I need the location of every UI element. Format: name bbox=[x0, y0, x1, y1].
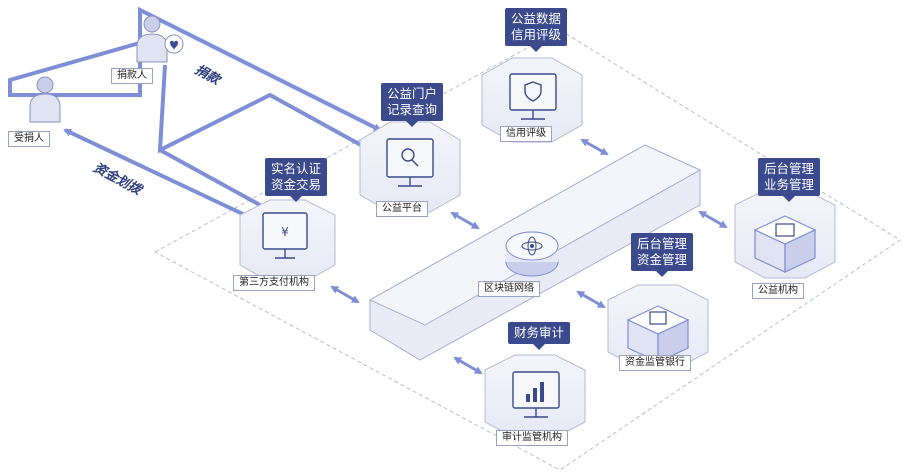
server-icons bbox=[626, 215, 817, 363]
platform-label: 公益平台 bbox=[376, 201, 428, 217]
allocate-path bbox=[63, 128, 246, 217]
platform-callout: 公益门户 记录查询 bbox=[381, 83, 444, 127]
credit-callout: 公益数据 信用评级 bbox=[505, 8, 568, 52]
arrow-platform-chain bbox=[450, 211, 480, 230]
donor-label: 捐款人 bbox=[111, 68, 153, 84]
arrow-audit-chain bbox=[453, 356, 483, 375]
arrow-charity-chain bbox=[698, 210, 728, 229]
blockchain-hub-icon bbox=[505, 231, 559, 277]
donate-path bbox=[8, 6, 382, 132]
arrow-credit-chain bbox=[580, 138, 609, 156]
credit-monitor-icon bbox=[509, 73, 557, 120]
third-party-monitor-icon: ¥ bbox=[262, 212, 308, 259]
audit-callout: 财务审计 bbox=[508, 322, 571, 350]
donor-figure bbox=[136, 15, 184, 63]
donate-path-2 bbox=[157, 64, 372, 154]
charity-server-icon bbox=[753, 215, 817, 273]
flow-lines bbox=[8, 6, 382, 217]
credit-label: 信用评级 bbox=[500, 126, 552, 142]
charity-org-callout: 后台管理 业务管理 bbox=[758, 158, 821, 202]
bank-label: 资金监管银行 bbox=[619, 355, 691, 371]
audit-label: 审计监管机构 bbox=[496, 430, 568, 446]
blockchain-label: 区块链网络 bbox=[478, 281, 540, 297]
exchange-arrows bbox=[330, 138, 728, 375]
audit-monitor-icon bbox=[512, 371, 560, 418]
recipient-label: 受捐人 bbox=[8, 131, 50, 147]
platform-link bbox=[159, 148, 261, 207]
monitor-icons: ¥ bbox=[262, 73, 560, 418]
arrow-bank-chain bbox=[576, 290, 606, 309]
third-party-callout: 实名认证 资金交易 bbox=[265, 158, 328, 202]
svg-text:¥: ¥ bbox=[281, 225, 289, 239]
recipient-figure bbox=[29, 76, 61, 123]
charity-org-label: 公益机构 bbox=[752, 283, 804, 299]
platform-monitor-icon bbox=[386, 138, 434, 187]
arrow-thirdparty-chain bbox=[330, 285, 360, 304]
third-party-label: 第三方支付机构 bbox=[233, 275, 315, 291]
bank-callout: 后台管理 资金管理 bbox=[631, 233, 694, 277]
